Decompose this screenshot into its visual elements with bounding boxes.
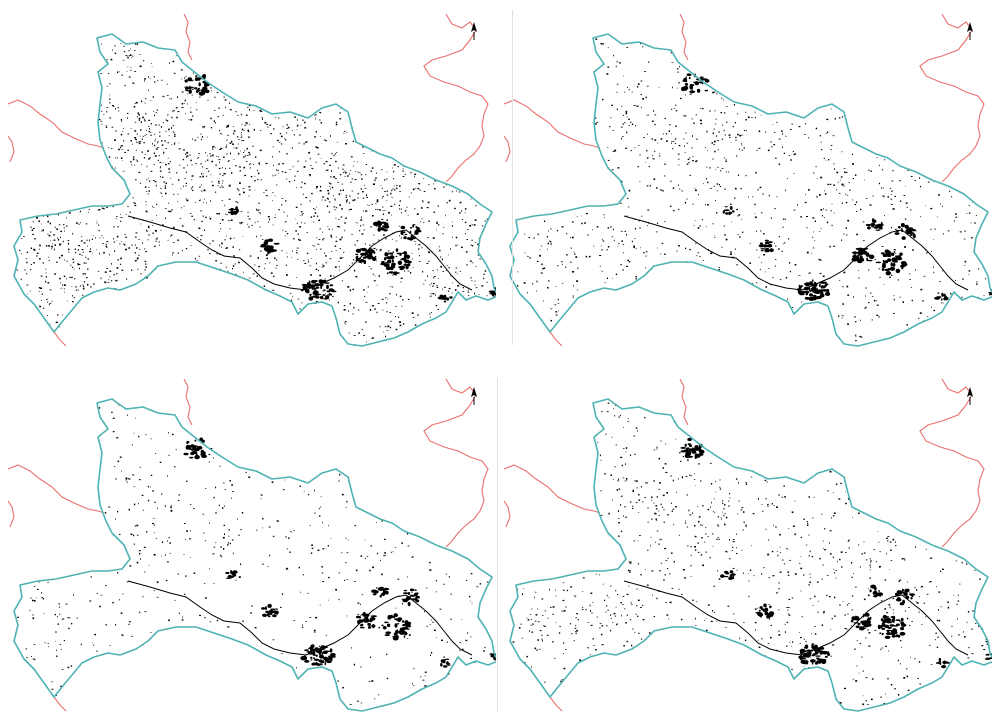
map-panel-c: [0, 365, 496, 715]
panel-divider-top: [512, 10, 513, 345]
neighbor-border-line: [183, 13, 193, 61]
neighbor-border-line: [503, 500, 511, 528]
neighbor-border-line: [7, 464, 105, 514]
land-cover-speckles: [16, 39, 495, 346]
panel-divider-bottom: [497, 378, 498, 713]
neighbor-border-line: [7, 99, 105, 149]
lake-clusters: [681, 73, 992, 301]
neighbor-border-line: [549, 331, 563, 347]
neighbor-border-line: [503, 135, 511, 163]
neighbor-border-line: [7, 135, 15, 163]
neighbor-border-line: [549, 696, 563, 712]
map-b: [503, 13, 992, 347]
north-arrow-icon: [967, 22, 973, 40]
land-cover-speckles: [517, 38, 987, 342]
neighbor-border-line: [503, 464, 601, 514]
neighbor-border-line: [679, 13, 689, 61]
province-outline: [13, 398, 496, 712]
river-line: [127, 580, 473, 656]
north-arrow-icon: [471, 22, 477, 40]
lake-clusters: [183, 437, 496, 668]
neighbor-border-line: [503, 99, 601, 149]
land-cover-speckles: [512, 402, 990, 706]
neighbor-border-line: [679, 378, 689, 426]
map-panel-a: [0, 0, 496, 350]
map-d: [503, 378, 992, 712]
map-panel-b: [496, 0, 992, 350]
river-line: [127, 215, 473, 291]
neighbor-border-line: [7, 500, 15, 528]
river-line: [623, 215, 969, 291]
north-arrow-icon: [967, 387, 973, 405]
neighbor-border-line: [423, 13, 489, 183]
province-outline: [509, 33, 992, 347]
province-outline: [509, 398, 992, 712]
north-arrow-icon: [471, 387, 477, 405]
neighbor-border-line: [53, 331, 67, 347]
neighbor-border-line: [183, 378, 193, 426]
map-panel-d: [496, 365, 992, 715]
neighbor-border-line: [423, 378, 489, 548]
province-outline: [13, 33, 496, 347]
land-cover-speckles: [17, 404, 492, 705]
map-a: [7, 13, 496, 347]
lake-clusters: [184, 74, 496, 303]
neighbor-border-line: [919, 378, 985, 548]
river-line: [623, 580, 969, 656]
neighbor-border-line: [53, 696, 67, 712]
neighbor-border-line: [919, 13, 985, 183]
map-c: [7, 378, 496, 712]
